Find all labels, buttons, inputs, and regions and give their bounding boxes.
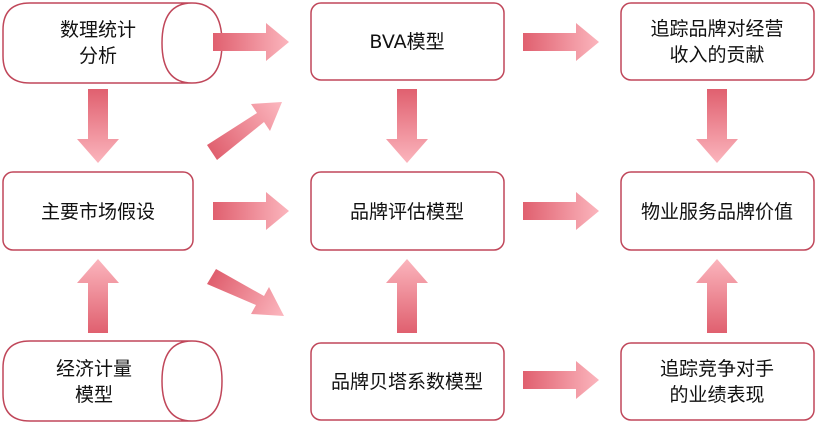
arrow-right	[213, 23, 289, 61]
node-label-line: 的业绩表现	[669, 384, 764, 406]
scroll-curl	[191, 340, 223, 422]
node-label-line: 经济计量	[56, 358, 132, 380]
node-brand-value: 物业服务品牌价值	[620, 171, 815, 251]
arrow-right	[523, 361, 599, 399]
arrow-right	[523, 23, 599, 61]
arrow-diagonal-down	[207, 269, 284, 316]
arrow-right	[523, 192, 599, 230]
arrow-down	[77, 89, 119, 163]
node-label-line: 模型	[75, 384, 113, 406]
arrow-diagonal-up	[207, 102, 282, 160]
node-bva-model: BVA模型	[310, 2, 505, 81]
node-label-line: 物业服务品牌价值	[641, 201, 793, 223]
node-label-line: 收入的贡献	[669, 44, 764, 66]
arrow-right	[213, 192, 289, 230]
arrow-down	[696, 89, 738, 163]
node-competitor-performance: 追踪竞争对手 的业绩表现	[620, 342, 815, 421]
node-label-line: 品牌贝塔系数模型	[331, 371, 483, 393]
arrow-down	[386, 89, 428, 163]
node-label-line: 追踪品牌对经营	[650, 18, 783, 40]
node-label-line: 数理统计	[60, 19, 136, 41]
node-econometric-model: 经济计量 模型	[2, 340, 223, 422]
arrow-up	[77, 259, 119, 333]
node-brand-contribution: 追踪品牌对经营 收入的贡献	[620, 2, 815, 81]
node-label-line: 分析	[79, 45, 117, 67]
node-brand-beta-model: 品牌贝塔系数模型	[310, 342, 505, 421]
node-label-line: 追踪竞争对手	[660, 358, 774, 380]
node-label-line: BVA模型	[369, 31, 444, 53]
node-market-assumptions: 主要市场假设	[2, 171, 194, 251]
arrow-up	[386, 259, 428, 333]
node-label-line: 品牌评估模型	[350, 201, 464, 223]
arrow-up	[696, 259, 738, 333]
node-label-line: 主要市场假设	[41, 201, 155, 223]
node-brand-valuation-model: 品牌评估模型	[310, 171, 505, 251]
node-stat-analysis: 数理统计 分析	[2, 2, 223, 84]
